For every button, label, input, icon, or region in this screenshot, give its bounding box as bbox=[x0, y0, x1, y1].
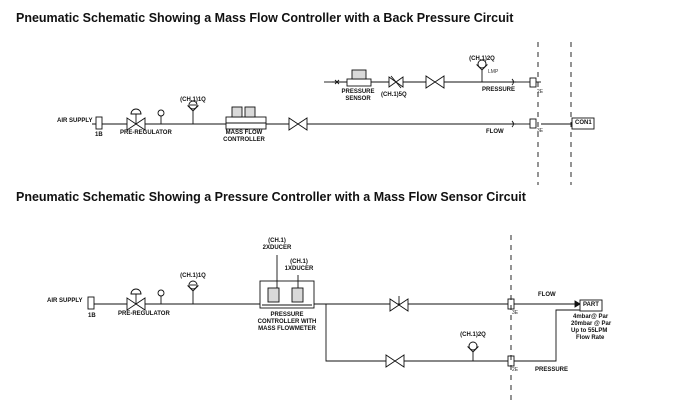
top-sensor-tag-label: (CH.1)5Q bbox=[381, 92, 407, 98]
top-gauge-1q-label: (CH.1)1Q bbox=[180, 97, 206, 103]
top-pre-regulator-icon bbox=[126, 108, 146, 131]
bottom-gauge-1q-label: (CH.1)1Q bbox=[180, 273, 206, 279]
bottom-gauge-small-icon bbox=[157, 289, 165, 297]
bottom-circuit bbox=[87, 235, 603, 405]
bottom-spec-2: 20mbar @ Par bbox=[571, 321, 612, 327]
top-gauge-2q-label: (CH.1)2Q bbox=[469, 56, 495, 62]
bottom-xducer1-label-2: 1XDUCER bbox=[284, 266, 314, 272]
bottom-fitting-3e-label: 3E bbox=[512, 310, 519, 316]
bottom-xducer1-label-1: (CH.1) bbox=[290, 259, 308, 265]
top-upper-check-valve-icon bbox=[425, 75, 445, 89]
bottom-spec-1: 4mbar@ Par bbox=[573, 314, 609, 320]
bottom-air-supply-port bbox=[87, 296, 95, 310]
top-gauge-2q-sub: LMP bbox=[488, 69, 499, 75]
top-con1-box bbox=[571, 117, 595, 130]
top-gauge-1q-icon bbox=[186, 100, 200, 124]
top-mfc-label-2: CONTROLLER bbox=[223, 137, 265, 143]
bottom-return-line bbox=[325, 304, 508, 362]
bottom-gauge-1q-icon bbox=[186, 280, 200, 304]
bottom-pressure-controller-icon bbox=[259, 280, 315, 309]
bottom-pressure-line bbox=[514, 309, 580, 362]
bottom-xducer2-label-2: 2XDUCER bbox=[262, 245, 292, 251]
top-circuit bbox=[92, 42, 595, 185]
top-check-valve-icon bbox=[288, 117, 308, 131]
top-fitting-3e-icon bbox=[511, 118, 537, 129]
top-mfc-icon bbox=[225, 106, 267, 130]
bottom-fitting-2e-label: 2E bbox=[512, 367, 519, 373]
bottom-air-supply-label: AIR SUPPLY bbox=[47, 298, 83, 304]
title-bottom: Pneumatic Schematic Showing a Pressure C… bbox=[16, 190, 526, 204]
bottom-arrow-icon bbox=[574, 300, 581, 308]
top-mfc-label-1: MASS FLOW bbox=[225, 130, 263, 136]
top-flow-label: FLOW bbox=[486, 129, 504, 135]
top-fitting-2e-label: 2E bbox=[537, 89, 544, 95]
bottom-gauge-2q-icon bbox=[466, 341, 480, 361]
top-pre-regulator-label: PRE-REGULATOR bbox=[120, 130, 172, 136]
bottom-spec-3: Up to 55LPM bbox=[571, 328, 608, 334]
bottom-check-valve-icon bbox=[389, 296, 409, 312]
top-fitting-3e-label: 3E bbox=[537, 128, 544, 134]
top-air-supply-port bbox=[95, 116, 103, 130]
top-air-supply-label: AIR SUPPLY bbox=[57, 118, 93, 124]
bottom-xducer2-label-1: (CH.1) bbox=[268, 238, 286, 244]
top-con1-label: CON1 bbox=[575, 120, 592, 126]
bottom-pc-label-1: PRESSURE bbox=[270, 312, 304, 318]
top-gauge-small-icon bbox=[157, 109, 165, 117]
bottom-flow-label: FLOW bbox=[538, 292, 556, 298]
bottom-pressure-label: PRESSURE bbox=[535, 367, 569, 373]
top-pressure-sensor-icon bbox=[334, 69, 372, 87]
bottom-pre-regulator-label: PRE-REGULATOR bbox=[118, 311, 170, 317]
bottom-spec-4: Flow Rate bbox=[576, 335, 605, 341]
top-needle-valve-icon bbox=[388, 75, 404, 89]
bottom-pre-regulator-icon bbox=[126, 288, 146, 311]
bottom-pc-label-3: MASS FLOWMETER bbox=[258, 326, 316, 332]
top-fitting-2e-icon bbox=[511, 77, 541, 88]
bottom-air-id-label: 1B bbox=[88, 313, 96, 319]
bottom-gauge-2q-label: (CH.1)2Q bbox=[460, 332, 486, 338]
bottom-part-box bbox=[579, 299, 603, 312]
top-sensor-label-2: SENSOR bbox=[345, 96, 371, 102]
top-gauge-2q-icon bbox=[475, 59, 489, 82]
title-top: Pneumatic Schematic Showing a Mass Flow … bbox=[16, 11, 514, 25]
top-air-id-label: 1B bbox=[95, 132, 103, 138]
top-pressure-label: PRESSURE bbox=[482, 87, 516, 93]
bottom-pc-label-2: CONTROLLER WITH bbox=[257, 319, 317, 325]
top-sensor-label-1: PRESSURE bbox=[341, 89, 375, 95]
bottom-return-check-valve-icon bbox=[385, 354, 405, 368]
bottom-part-label: PART bbox=[583, 302, 599, 308]
